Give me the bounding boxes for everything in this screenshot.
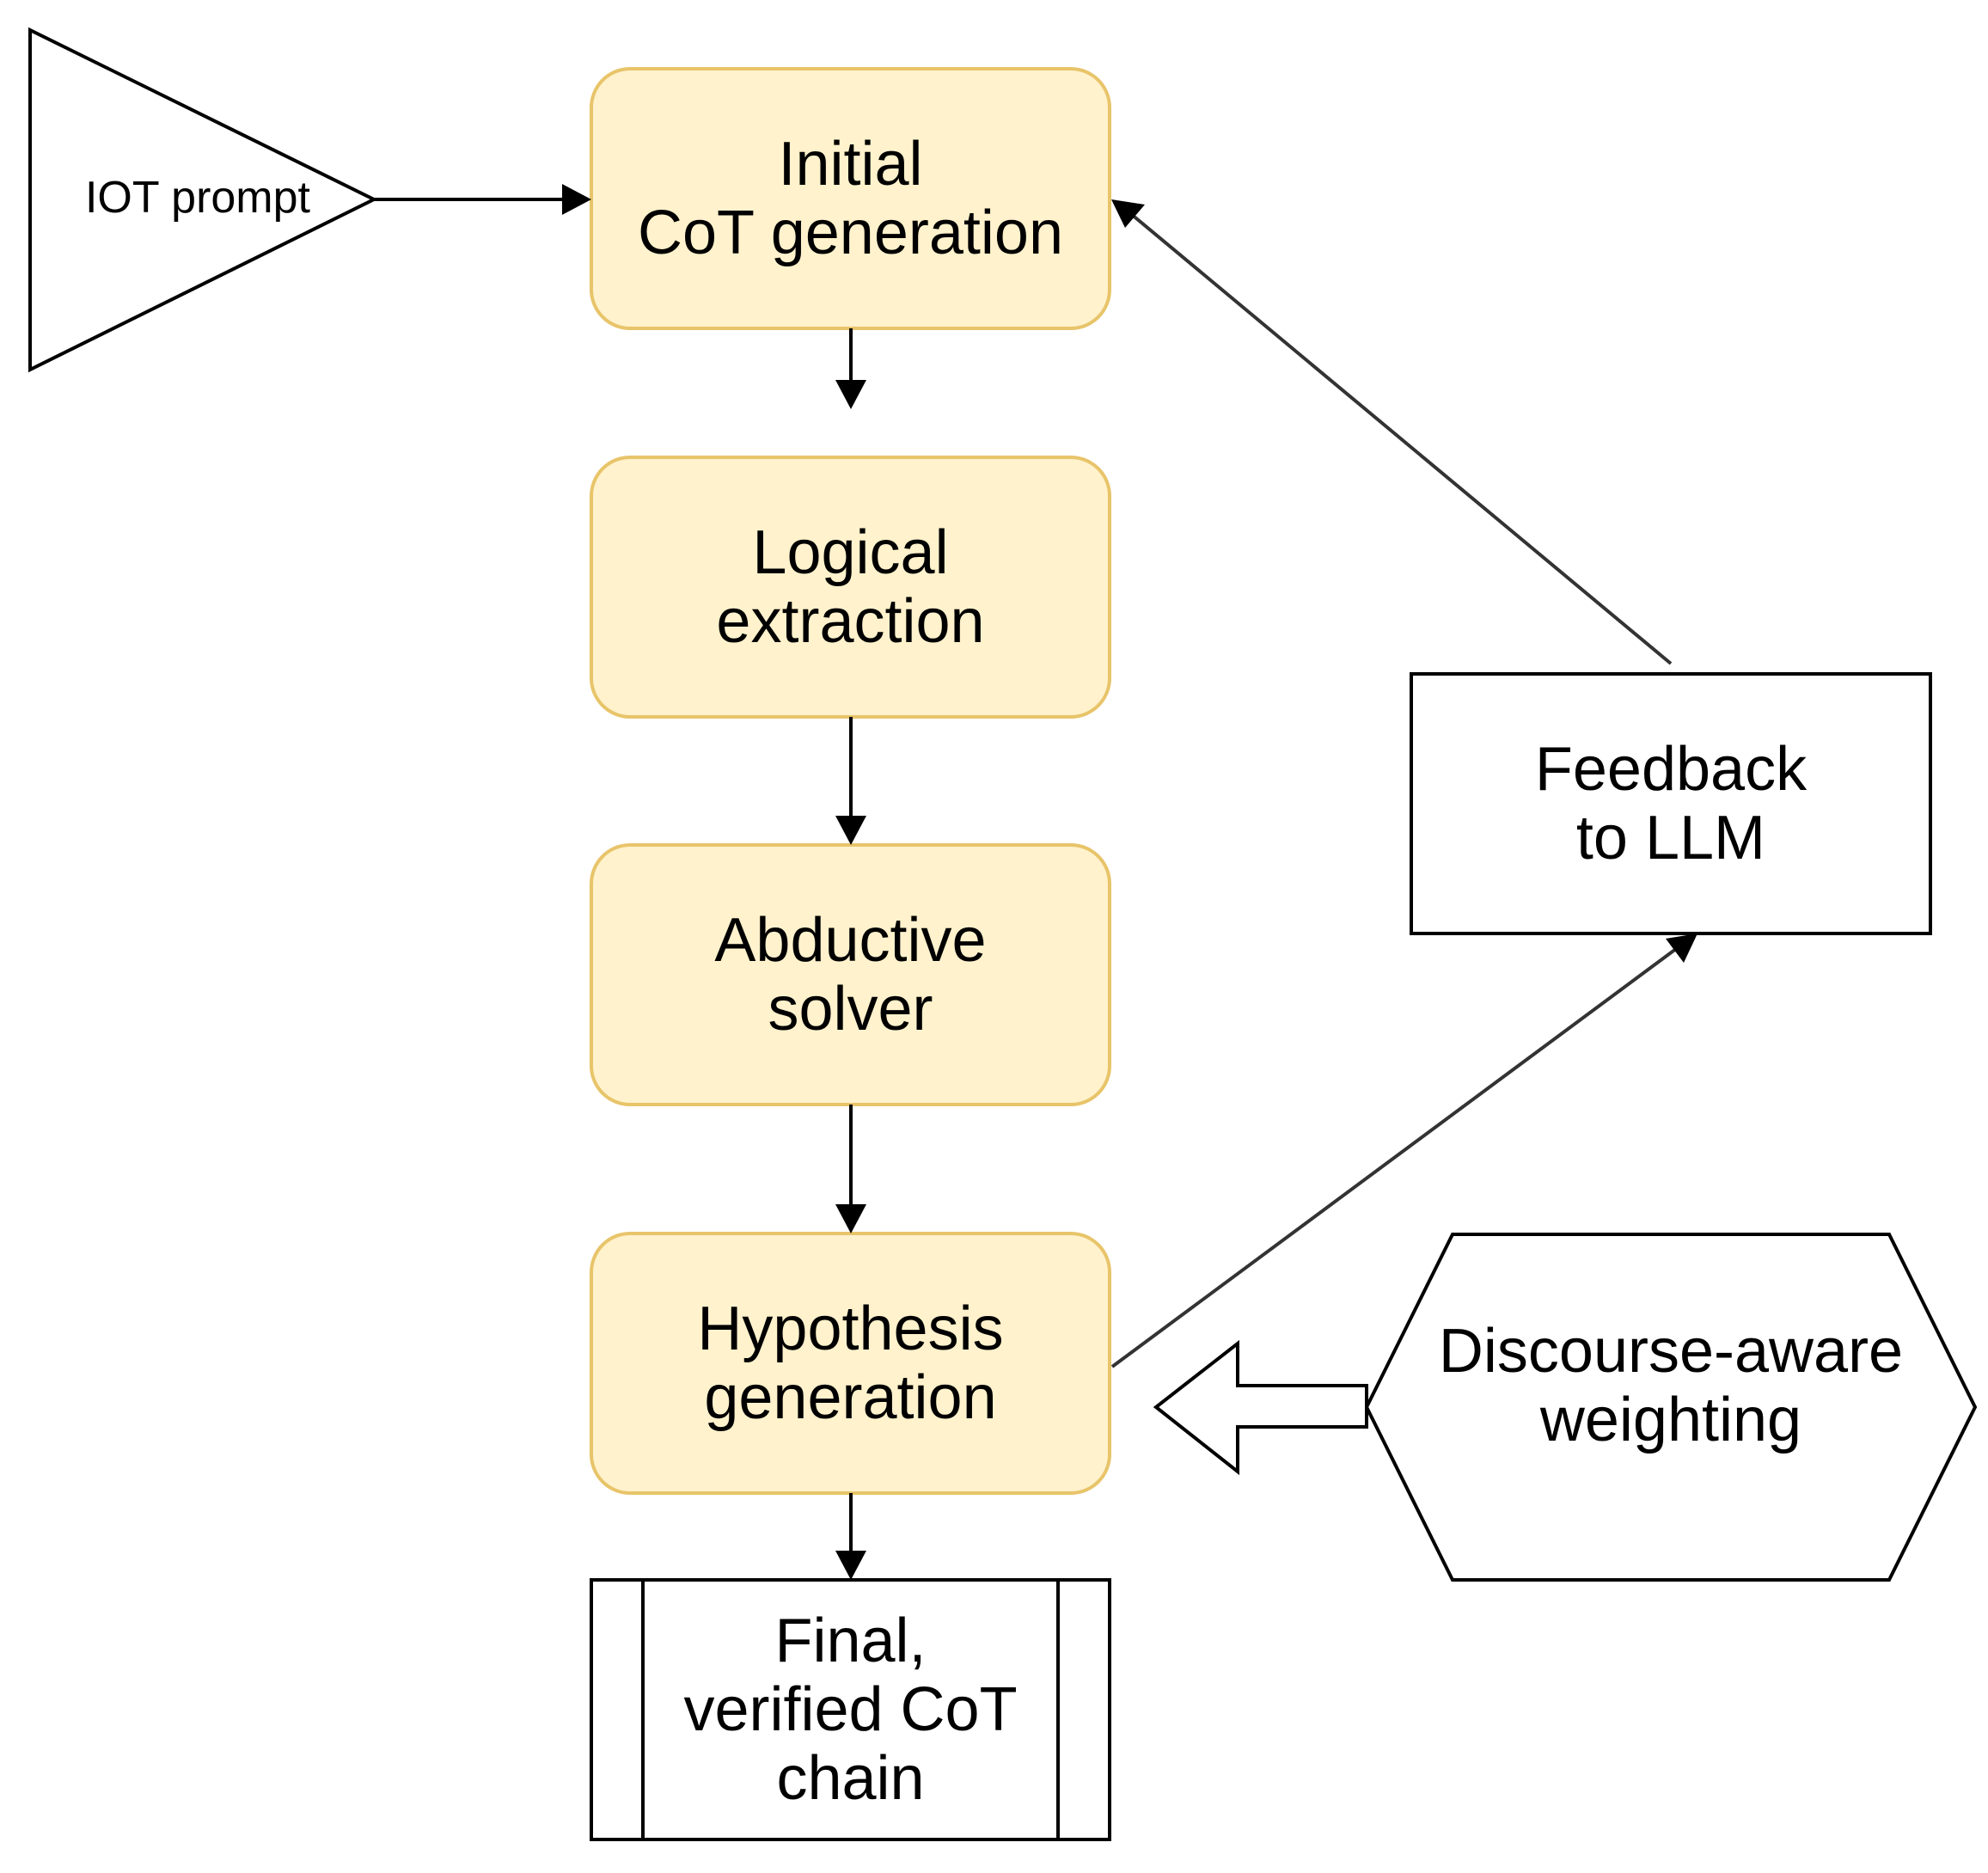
connector-feedback-to-initial bbox=[1111, 199, 1673, 665]
logical-extraction-label: Logical extraction bbox=[591, 457, 1110, 717]
initial-cot-generation-line-1: Initial bbox=[778, 130, 923, 199]
iot-prompt-text: IOT prompt bbox=[84, 173, 310, 223]
weighting-label: Discourse-aware weighting bbox=[1384, 1291, 1958, 1480]
feedback-line-1: Feedback bbox=[1534, 735, 1808, 804]
feedback-line-2: to LLM bbox=[1575, 804, 1766, 872]
final-output-line-3: chain bbox=[776, 1744, 925, 1813]
connector-iot-to-initial bbox=[374, 184, 591, 215]
hypothesis-generation-line-1: Hypothesis bbox=[697, 1295, 1004, 1363]
final-output-box bbox=[590, 1578, 1111, 1841]
logical-extraction-line-1: Logical bbox=[752, 518, 949, 587]
initial-cot-generation-line-2: CoT generation bbox=[638, 199, 1063, 267]
final-output-line-1: Final, bbox=[774, 1607, 927, 1675]
final-output-line-2: verified CoT bbox=[683, 1675, 1018, 1744]
weighting-line-1: Discourse-aware bbox=[1438, 1317, 1904, 1386]
abductive-solver-label: Abductive solver bbox=[591, 845, 1110, 1105]
abductive-solver-line-1: Abductive bbox=[714, 906, 987, 975]
hypothesis-generation-label: Hypothesis generation bbox=[591, 1233, 1110, 1493]
feedback-label: Feedback to LLM bbox=[1411, 674, 1930, 933]
iot-prompt-triangle bbox=[28, 27, 378, 373]
logical-extraction-line-2: extraction bbox=[716, 587, 985, 656]
initial-cot-generation-label: Initial CoT generation bbox=[591, 69, 1110, 328]
final-output-label: Final, verified CoT chain bbox=[643, 1580, 1058, 1839]
feedback-box bbox=[1410, 672, 1932, 935]
hypothesis-generation-line-2: generation bbox=[704, 1363, 997, 1432]
iot-prompt-label: IOT prompt bbox=[52, 163, 344, 232]
abductive-solver-line-2: solver bbox=[768, 975, 933, 1044]
connector-hypothesis-to-final bbox=[835, 1493, 866, 1580]
connector-logical-to-abductive bbox=[835, 717, 866, 845]
weighting-line-2: weighting bbox=[1539, 1386, 1802, 1454]
weighting-block-arrow bbox=[1153, 1339, 1368, 1476]
connector-initial-to-logical bbox=[835, 328, 866, 409]
connector-hypothesis-to-feedback bbox=[1110, 933, 1697, 1368]
connector-abductive-to-hypothesis bbox=[835, 1105, 866, 1233]
